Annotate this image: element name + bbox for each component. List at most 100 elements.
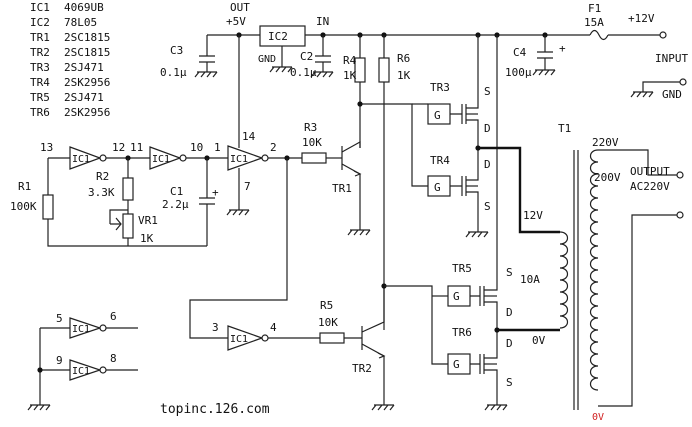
svg-text:IC1: IC1 — [72, 154, 90, 165]
output-terminal-2 — [676, 211, 684, 219]
inverter-gate-4 — [227, 325, 264, 351]
inverter-gate-8 — [69, 359, 102, 381]
t1-primary-coil — [559, 231, 569, 329]
input-gnd-terminal — [679, 78, 687, 86]
f1-label: F1 — [588, 2, 601, 15]
r2-value: 3.3K — [88, 186, 115, 199]
part-ref-tr3: TR3 — [30, 61, 50, 74]
input-label: INPUT — [655, 52, 688, 65]
part-ref-tr1: TR1 — [30, 31, 50, 44]
svg-text:IC1: IC1 — [152, 154, 170, 165]
plus12v-terminal — [659, 31, 667, 39]
pin-14: 14 — [242, 130, 256, 143]
part-value-tr2: 2SC1815 — [64, 46, 110, 59]
r3-resistor — [301, 152, 327, 164]
a10-label: 10A — [520, 273, 540, 286]
tr4-label: TR4 — [430, 154, 450, 167]
c2-label: C2 — [300, 50, 313, 63]
r5-label: R5 — [320, 299, 333, 312]
r6-label: R6 — [397, 52, 410, 65]
tr6-label: TR6 — [452, 326, 472, 339]
inverter-gate-6 — [69, 317, 102, 339]
part-ref-tr6: TR6 — [30, 106, 50, 119]
r3-label: R3 — [304, 121, 317, 134]
pin-7: 7 — [244, 180, 251, 193]
plus12v-label: +12V — [628, 12, 655, 25]
v12-label: 12V — [523, 209, 543, 222]
part-value-ic2: 78L05 — [64, 16, 97, 29]
vr1-potentiometer — [122, 213, 134, 239]
c1-value: 2.2μ — [162, 198, 189, 211]
svg-text:G: G — [434, 109, 441, 122]
ic2-gnd-label: GND — [258, 54, 276, 65]
oscillator-section: 13 IC1 12 11 IC1 10 1 IC1 14 7 2 R1 100K — [10, 35, 277, 247]
transformer-section: T1 220V 200V 12V 10A 0V 0V OUTPUT AC220V — [478, 122, 684, 423]
inverter-gate-12 — [69, 146, 102, 170]
pin-3: 3 — [212, 321, 219, 334]
v200-label: 200V — [594, 171, 621, 184]
c3-value: 0.1μ — [160, 66, 187, 79]
t1-label: T1 — [558, 122, 571, 135]
ac220-label: AC220V — [630, 180, 670, 193]
svg-text:S: S — [506, 266, 513, 279]
pin-12: 12 — [112, 141, 125, 154]
vr1-value: 1K — [140, 232, 154, 245]
c4-label: C4 — [513, 46, 527, 59]
svg-text:D: D — [484, 122, 491, 135]
pin-1: 1 — [214, 141, 221, 154]
svg-text:D: D — [484, 158, 491, 171]
part-value-tr5: 2SJ471 — [64, 91, 104, 104]
r4-value: 1K — [343, 69, 357, 82]
ic2-label: IC2 — [268, 30, 288, 43]
c2-value: 0.1μ — [290, 66, 317, 79]
svg-text:S: S — [484, 200, 491, 213]
pin-6: 6 — [110, 310, 117, 323]
ground-symbol — [269, 60, 293, 73]
r2-resistor — [122, 177, 134, 201]
c3-label: C3 — [170, 44, 183, 57]
r4-resistor — [354, 57, 366, 83]
c4-value: 100μ — [505, 66, 532, 79]
parts-list: IC1 4069UB IC2 78L05 TR1 2SC1815 TR2 2SC… — [30, 1, 110, 119]
r6-value: 1K — [397, 69, 411, 82]
tr1-label: TR1 — [332, 182, 352, 195]
pin-9: 9 — [56, 354, 63, 367]
svg-text:D: D — [506, 337, 513, 350]
tr5-label: TR5 — [452, 262, 472, 275]
svg-text:D: D — [506, 306, 513, 319]
r3-value: 10K — [302, 136, 322, 149]
pin-5: 5 — [56, 312, 63, 325]
v0-label: 0V — [532, 334, 546, 347]
svg-text:IC1: IC1 — [230, 334, 248, 345]
svg-text:IC1: IC1 — [72, 324, 90, 335]
svg-text:S: S — [484, 85, 491, 98]
r1-label: R1 — [18, 180, 31, 193]
part-ref-ic1: IC1 — [30, 1, 50, 14]
svg-text:IC1: IC1 — [230, 154, 248, 165]
part-value-tr4: 2SK2956 — [64, 76, 110, 89]
mosfet-section: G TR3 S D G TR4 D S G TR5 S D G TR6 D S — [357, 35, 513, 411]
pin-4: 4 — [270, 321, 277, 334]
vr1-label: VR1 — [138, 214, 158, 227]
output-label: OUTPUT — [630, 165, 670, 178]
pin-10: 10 — [190, 141, 203, 154]
part-ref-tr4: TR4 — [30, 76, 50, 89]
v0-secondary-label: 0V — [592, 412, 604, 423]
pin-8: 8 — [110, 352, 117, 365]
c1-plus: + — [212, 186, 219, 199]
pin-11: 11 — [130, 141, 143, 154]
r1-value: 100K — [10, 200, 37, 213]
part-value-tr1: 2SC1815 — [64, 31, 110, 44]
pin-13: 13 — [40, 141, 53, 154]
pin-2: 2 — [270, 141, 277, 154]
r4-label: R4 — [343, 54, 357, 67]
part-ref-ic2: IC2 — [30, 16, 50, 29]
svg-text:G: G — [434, 181, 441, 194]
c1-label: C1 — [170, 185, 183, 198]
part-value-ic1: 4069UB — [64, 1, 104, 14]
r1-resistor — [42, 194, 54, 220]
svg-text:G: G — [453, 290, 460, 303]
inverter-gate-10 — [149, 146, 182, 170]
tr3-label: TR3 — [430, 81, 450, 94]
